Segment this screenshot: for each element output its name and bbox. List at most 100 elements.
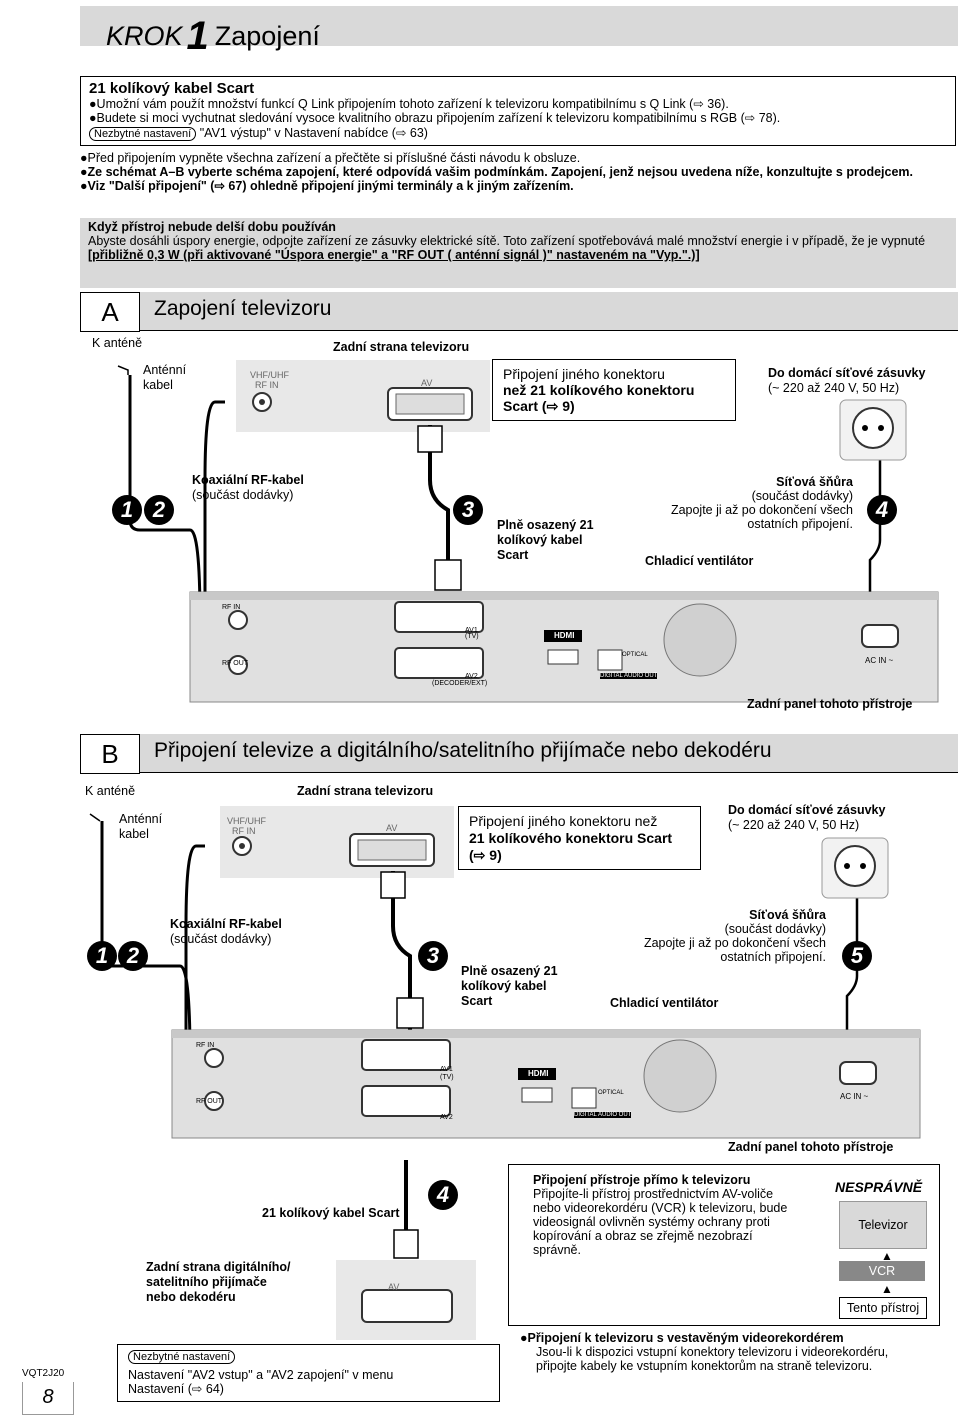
cooling-fan-b (643, 1039, 717, 1113)
cord-note-b1: Zapojte ji až po dokončení všech (643, 936, 826, 950)
outlet-voltage-a: (~ 220 až 240 V, 50 Hz) (768, 381, 900, 395)
tv-label-b: (TV) (440, 1074, 454, 1081)
note-1: ●Před připojením vypněte všechna zařízen… (80, 151, 581, 165)
scart-bullet-2: ●Budete si moci vychutnat sledování vyso… (89, 111, 781, 125)
scart-cable-b (391, 871, 412, 1031)
decoder-label-3: nebo dekodéru (146, 1290, 236, 1304)
direct-line-2: nebo videorekordéru (VCR) k televizoru, … (533, 1201, 788, 1215)
outlet-label-b: Do domácí síťové zásuvky (728, 803, 886, 817)
coax-cable-b (184, 844, 205, 1056)
scart-full-b1: Plně osazený 21 (461, 964, 558, 978)
to-antenna-label-b: K anténě (85, 784, 136, 798)
step-2-badge-a: 2 (144, 495, 174, 525)
direct-line-4: kopírování a obraz se zřejmě nezobrazí (533, 1229, 753, 1243)
outlet-label-a: Do domácí síťové zásuvky (768, 366, 926, 380)
direct-line-5: správně. (533, 1243, 581, 1257)
builtin-line-2: připojte kabely ke vstupním konektorům n… (536, 1359, 873, 1373)
ac-in-socket-a (861, 624, 899, 648)
vhf-label-b: VHF/UHF (227, 816, 266, 826)
step-number: 1 (186, 14, 209, 58)
doc-code: VQT2J20 (22, 1368, 65, 1379)
antenna-cable-label-a2: kabel (143, 378, 173, 392)
digital-out-label-b: DIGITAL AUDIO OUT (574, 1112, 632, 1118)
tv-av-label-a: AV (421, 378, 433, 388)
tv-label-a: (TV) (465, 633, 479, 640)
fan-label-b: Chladicí ventilátor (610, 996, 719, 1010)
standby-power-note: [přibližně 0,3 W (při aktivované "Úspora… (88, 248, 700, 262)
rf-in-socket-a (228, 610, 248, 630)
cord-label-a: Síťová šňůra (776, 475, 853, 489)
av2-label-b: AV2 (440, 1114, 453, 1121)
step-1-badge-b: 1 (87, 941, 117, 971)
standby-text: Abyste dosáhli úspory energie, odpojte z… (88, 234, 926, 248)
tv-rfin-label-b: RF IN (232, 826, 256, 836)
decoder-setting-badge: Nezbytné nastavení (128, 1350, 236, 1364)
rear-panel-label-b: Zadní panel tohoto přístroje (728, 1140, 894, 1154)
av2-label-a: AV2 (465, 673, 478, 680)
direct-connection-box: Připojení přístroje přímo k televizoru P… (508, 1164, 940, 1326)
builtin-vcr-note: ●Připojení k televizoru s vestavěným vid… (520, 1331, 940, 1373)
arrow-up-icon-2: ▲ (881, 1282, 893, 1296)
standby-info-box: Když přístroj nebude delší dobu používán… (80, 218, 956, 288)
cord-label-b: Síťová šňůra (749, 908, 826, 922)
step-3-badge-b: 3 (418, 941, 448, 971)
hdmi-label-b: HDMI (528, 1069, 549, 1078)
to-antenna-label-a: K anténě (92, 336, 143, 350)
vcr-box: VCR (839, 1261, 925, 1281)
other-connection-box-a: Připojení jiného konektoru než 21 kolíko… (492, 359, 736, 421)
scart-cable-a (428, 425, 450, 590)
scart-bullet-1: ●Umožní vám použít množství funkcí Q Lin… (89, 97, 729, 111)
ac-in-label-b: AC IN ~ (840, 1092, 869, 1101)
scart21-label: 21 kolíkový kabel Scart (262, 1206, 400, 1220)
coax-sub-b: (součást dodávky) (170, 932, 272, 946)
av2-socket-a (394, 647, 484, 679)
coax-label-a: Koaxiální RF-kabel (192, 473, 304, 487)
scart-full-b3: Scart (461, 994, 493, 1008)
section-a-bar: Zapojení televizoru (140, 292, 958, 331)
step-4-badge-a: 4 (867, 495, 897, 525)
av1-label-b: AV1 (440, 1066, 453, 1073)
av1-socket-a (394, 601, 484, 633)
section-b-letter: B (80, 734, 140, 774)
rf-out-label-b: RF OUT (196, 1098, 223, 1105)
coax-sub-a: (součást dodávky) (192, 488, 294, 502)
tv-rear-label-a: Zadní strana televizoru (333, 340, 470, 354)
av1-label-a: AV1 (465, 627, 478, 634)
recorder-rear-panel-a (189, 591, 939, 703)
direct-line-1: Připojíte-li přístroj prostřednictvím AV… (533, 1187, 774, 1201)
optical-label-b: OPTICAL (598, 1090, 624, 1096)
builtin-title: ●Připojení k televizoru s vestavěným vid… (520, 1331, 844, 1345)
step-4-badge-b: 4 (428, 1180, 458, 1210)
decoder-label-a: (DECODER/EXT) (432, 680, 488, 687)
optical-label-a: OPTICAL (622, 652, 648, 658)
step-1-badge-a: 1 (112, 495, 142, 525)
decoder-setting-2: Nastavení (⇨ 64) (128, 1382, 224, 1396)
decoder-av-label: AV (388, 1282, 400, 1292)
other-conn-a-line2: než 21 kolíkového konektoru (503, 382, 695, 398)
section-a-title: Zapojení televizoru (154, 297, 332, 320)
scart-full-a2: kolíkový kabel (497, 533, 583, 547)
digital-out-label-a: DIGITAL AUDIO OUT (600, 673, 658, 679)
direct-title: Připojení přístroje přímo k televizoru (533, 1173, 751, 1187)
scart-full-a3: Scart (497, 548, 529, 562)
decoder-setting-1: Nastavení "AV2 vstup" a "AV2 zapojení" v… (128, 1368, 394, 1382)
tv-rear-label-b: Zadní strana televizoru (297, 784, 434, 798)
scart-full-b2: kolíkový kabel (461, 979, 547, 993)
scart-full-a1: Plně osazený 21 (497, 518, 594, 532)
other-conn-b-line3: (⇨ 9) (469, 847, 502, 863)
cord-note-a2: ostatních připojení. (747, 517, 853, 531)
section-b-diagram: K anténě Anténní kabel Zadní strana tele… (0, 776, 960, 1158)
antenna-cable-label-b2: kabel (119, 827, 149, 841)
cord-note-a1: Zapojte ji až po dokončení všech (670, 503, 853, 517)
vhf-label-a: VHF/UHF (250, 370, 289, 380)
arrow-up-icon-1: ▲ (881, 1249, 893, 1263)
wrong-label: NESPRÁVNĚ (835, 1179, 923, 1195)
required-setting-badge: Nezbytné nastavení (89, 127, 197, 141)
coax-label-b: Koaxiální RF-kabel (170, 917, 282, 931)
scart-info-box: 21 kolíkový kabel Scart ●Umožní vám použ… (80, 76, 956, 146)
note-2: ●Ze schémat A–B vyberte schéma zapojení,… (80, 165, 914, 179)
step-3-badge-a: 3 (453, 495, 483, 525)
rear-panel-label-a: Zadní panel tohoto přístroje (747, 697, 913, 711)
step-5-badge-b: 5 (842, 941, 872, 971)
rf-out-socket-a (228, 655, 248, 675)
